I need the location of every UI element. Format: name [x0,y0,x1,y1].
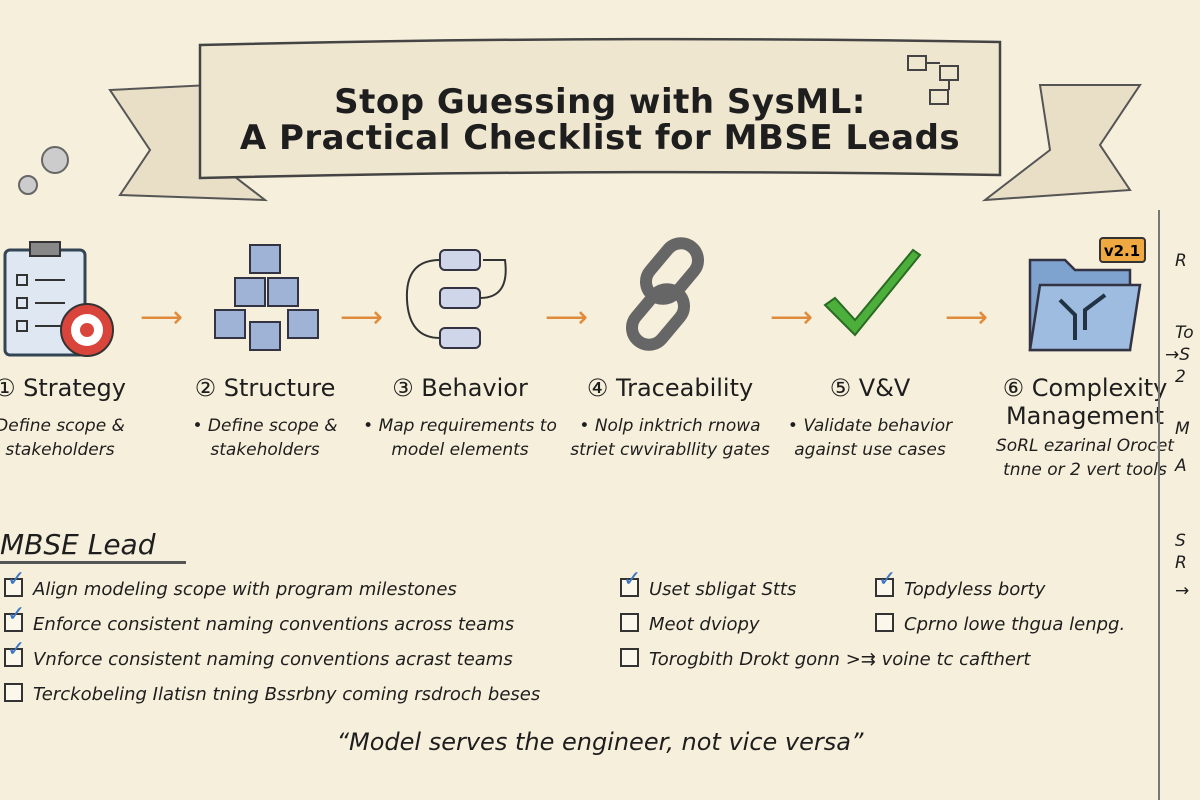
version-badge: v2.1 [1104,242,1140,260]
step-description: SoRL ezarinal Orocet tnne or 2 vert tool… [996,436,1174,480]
title-line-2: A Practical Checklist for MBSE Leads [239,118,961,158]
step-description: Define scope & stakeholders [0,416,125,460]
title-line-1: Stop Guessing with SysML: [334,82,866,122]
checklist-left: Align modeling scope with program milest… [4,568,540,712]
folder-version-icon: v2.1 [1028,237,1146,352]
flow-loop-icon [405,249,507,349]
checklist-item[interactable]: Torogbith Drokt gonn >⇉ voine tc cafther… [620,642,1030,677]
arrow-icon: ⟶ [945,300,989,335]
side-note: →S [1165,345,1191,365]
checkbox-checked[interactable] [4,603,25,632]
checkbox-unchecked[interactable] [875,613,894,632]
step-number: ⑤ [829,374,852,402]
step-structure: ② Structure • Define scope & stakeholder… [165,230,365,462]
arrow-icon: ⟶ [770,300,814,335]
gear-icon [18,146,69,195]
checklist-item[interactable]: Cprno lowe thgua lenpg. [875,607,1125,642]
arrow-icon: ⟶ [140,300,184,335]
step-title: V&V [858,374,911,402]
side-note: R [1175,251,1187,271]
checkmark-icon [823,248,922,337]
cubes-icon [214,244,319,351]
arrow-icon: ⟶ [340,300,384,335]
step-title: Complexity Management [1005,374,1168,430]
step-number: ⑥ [1002,374,1025,402]
step-description: • Map requirements to model elements [363,416,557,460]
side-note: M [1175,419,1190,439]
flowchart-icon [907,55,959,105]
step-vv: ⑤ V&V • Validate behavior against use ca… [770,230,970,462]
step-title: Behavior [421,374,528,402]
side-divider [1158,210,1160,800]
step-title: Structure [223,374,336,402]
chain-link-icon [626,237,704,351]
checkbox-checked[interactable] [4,568,25,597]
side-note: A [1175,456,1187,476]
side-note: R [1175,553,1187,573]
checklist-item[interactable]: Topdyless borty [875,568,1125,607]
checklist-right: Topdyless borty Cprno lowe thgua lenpg. [875,568,1125,642]
step-description: • Nolp inktrich rnowa striet cwvirabllit… [570,416,770,460]
step-number: ③ [392,374,414,402]
step-behavior: ③ Behavior • Map requirements to model e… [360,230,560,462]
side-note: 2 [1175,367,1186,387]
step-number: ④ [586,374,609,402]
step-complexity-management: v2.1 ⑥ Complexity Management SoRL ezarin… [985,230,1185,482]
checklist-middle: Uset sbligat Stts Meot dviopy Torogbith … [620,568,1030,677]
arrow-icon: ⟶ [545,300,589,335]
side-note: → [1175,581,1190,601]
checklist-item[interactable]: Meot dviopy [620,607,1030,642]
checkbox-unchecked[interactable] [620,613,639,632]
checklist-item[interactable]: Terckobeling Ilatisn tning Bssrbny comin… [4,677,540,712]
title-ribbon-banner [18,37,1142,202]
step-number: ① [0,374,16,402]
side-note: S [1175,531,1186,551]
step-description: • Define scope & stakeholders [192,416,338,460]
step-description: • Validate behavior against use cases [787,416,953,460]
checkbox-checked[interactable] [875,568,896,597]
clipboard-target-icon [3,241,114,357]
checkbox-unchecked[interactable] [620,648,639,667]
lead-heading: MBSE Lead [0,528,186,564]
checkbox-unchecked[interactable] [4,683,23,702]
checklist-item[interactable]: Uset sbligat Stts [620,568,1030,607]
checklist-item[interactable]: Vnforce consistent naming conventions ac… [4,638,540,677]
checklist-item[interactable]: Align modeling scope with program milest… [4,568,540,607]
side-note: To [1175,323,1194,343]
step-title: Strategy [23,374,126,402]
quote: “Model serves the engineer, not vice ver… [336,728,864,756]
step-number: ② [194,374,217,402]
checkbox-checked[interactable] [4,638,25,667]
step-strategy: ① Strategy Define scope & stakeholders [0,230,160,462]
step-title: Traceability [615,374,754,402]
checkbox-checked[interactable] [620,568,641,597]
checklist-item[interactable]: Enforce consistent naming conventions ac… [4,603,540,642]
step-traceability: ④ Traceability • Nolp inktrich rnowa str… [570,230,770,462]
